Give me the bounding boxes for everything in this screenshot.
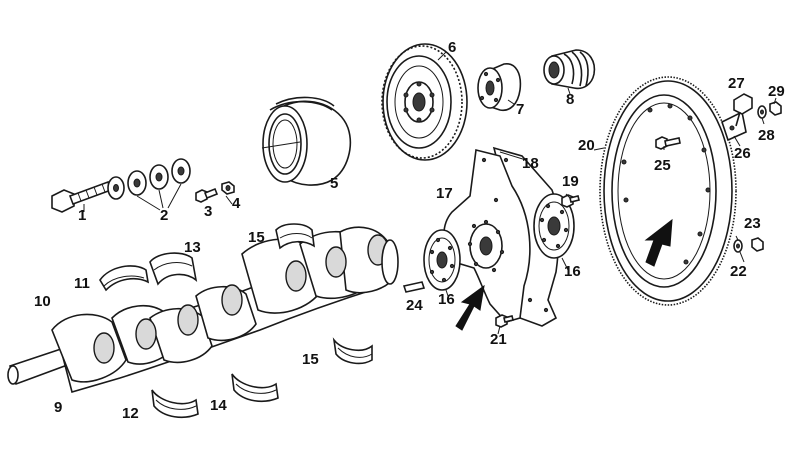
callout-26: 26 — [734, 145, 751, 162]
callout-7: 7 — [516, 101, 524, 118]
pointer-arrow-icon — [644, 218, 673, 267]
spacer-plate-icon — [533, 193, 575, 259]
callout-11: 11 — [74, 275, 90, 292]
bearing-shell-icon — [231, 373, 279, 403]
callout-10: 10 — [34, 293, 51, 310]
nut-icon — [221, 181, 235, 195]
damper-pulley-icon — [262, 96, 352, 186]
bearing-shell-icon — [332, 337, 373, 365]
callout-17: 17 — [436, 185, 453, 202]
washer-stack-icon — [107, 158, 191, 211]
callout-8: 8 — [566, 91, 574, 108]
callout-20: 20 — [578, 137, 595, 154]
bearing-shell-icon — [275, 223, 315, 250]
callout-15-upper: 15 — [248, 229, 265, 246]
flywheel-icon — [381, 43, 468, 161]
bearing-shell-icon — [151, 389, 199, 419]
callout-16-right: 16 — [564, 263, 581, 280]
callout-15-lower: 15 — [302, 351, 319, 368]
small-bolt-icon — [195, 187, 219, 203]
callout-21: 21 — [490, 331, 507, 348]
callout-23: 23 — [744, 215, 761, 232]
crankshaft-icon — [7, 226, 399, 393]
screw-icon — [495, 314, 514, 328]
pointer-arrow-icon — [455, 284, 485, 331]
callout-28: 28 — [758, 127, 775, 144]
bearing-shell-icon — [99, 265, 150, 292]
spacer-plate-icon — [423, 229, 461, 291]
nut-icon — [769, 101, 782, 116]
bearing-shell-icon — [149, 252, 198, 286]
callout-13: 13 — [184, 239, 201, 256]
washer-icon — [733, 239, 743, 253]
callout-18: 18 — [522, 155, 539, 172]
callout-6: 6 — [448, 39, 456, 56]
pilot-bearing-icon — [543, 49, 596, 90]
callout-9: 9 — [54, 399, 62, 416]
callout-25: 25 — [654, 157, 671, 174]
ring-gear-icon — [599, 76, 737, 306]
callout-1: 1 — [78, 207, 86, 224]
callout-19: 19 — [562, 173, 579, 190]
screw-icon — [561, 194, 580, 208]
bracket-icon — [721, 110, 747, 142]
callout-22: 22 — [730, 263, 747, 280]
callout-16-left: 16 — [438, 291, 455, 308]
callout-27: 27 — [728, 75, 745, 92]
callout-5: 5 — [330, 175, 338, 192]
callout-2: 2 — [160, 207, 168, 224]
washer-icon — [757, 105, 767, 119]
callout-29: 29 — [768, 83, 785, 100]
callout-24: 24 — [406, 297, 423, 314]
nut-icon — [751, 237, 764, 252]
callout-4: 4 — [232, 195, 241, 212]
callout-14: 14 — [210, 397, 227, 414]
drive-plate-icon — [443, 149, 531, 323]
sensor-icon — [733, 93, 753, 127]
callout-3: 3 — [204, 203, 212, 220]
hub-icon — [477, 63, 522, 112]
callout-12: 12 — [122, 405, 139, 422]
dowel-pin-icon — [402, 281, 426, 293]
